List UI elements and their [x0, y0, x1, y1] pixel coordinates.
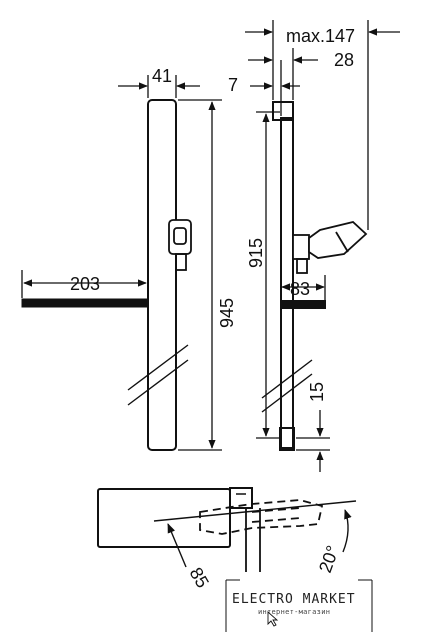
dim-rotation-angle: 20°: [315, 543, 343, 575]
side-view: [261, 101, 368, 451]
side-bottom-mount: [279, 427, 295, 451]
top-view: [97, 487, 357, 572]
dimension-labels: 41 945 203 max.147 7 28 915 83 15 85 20°: [70, 26, 355, 591]
watermark-tagline: интернет-магазин: [258, 608, 330, 616]
dim-shelf-length: 203: [70, 274, 100, 294]
dim-rail-offset: 7: [228, 75, 238, 95]
side-rail: [280, 117, 294, 449]
dim-shelf-depth: 83: [290, 279, 310, 299]
front-holder: [168, 219, 192, 271]
dim-rail-depth: 28: [334, 50, 354, 70]
watermark: ELECTRO MARKET интернет-магазин: [225, 579, 373, 632]
dim-bar-width: 41: [152, 66, 172, 86]
top-rotation-outline: [199, 499, 324, 535]
dim-bottom-offset: 15: [307, 382, 327, 402]
front-view: [21, 99, 192, 451]
side-top-mount: [272, 101, 294, 121]
front-break-marks: [127, 344, 189, 406]
side-holder: [292, 221, 368, 274]
side-shelf: [280, 300, 326, 309]
dim-holder-spacing: 915: [246, 238, 266, 268]
top-mount: [229, 487, 253, 509]
front-shelf: [21, 298, 149, 308]
side-dimensions: [245, 20, 400, 472]
front-bar: [147, 99, 177, 451]
top-bar: [97, 488, 231, 548]
cursor-icon: [267, 610, 279, 627]
dim-rotation-radius: 85: [186, 564, 213, 591]
side-break-marks: [261, 359, 313, 413]
dim-max-projection: max.147: [286, 26, 355, 46]
front-dimensions: [21, 75, 222, 451]
watermark-brand: ELECTRO MARKET: [232, 592, 356, 607]
dim-bar-height: 945: [217, 298, 237, 328]
